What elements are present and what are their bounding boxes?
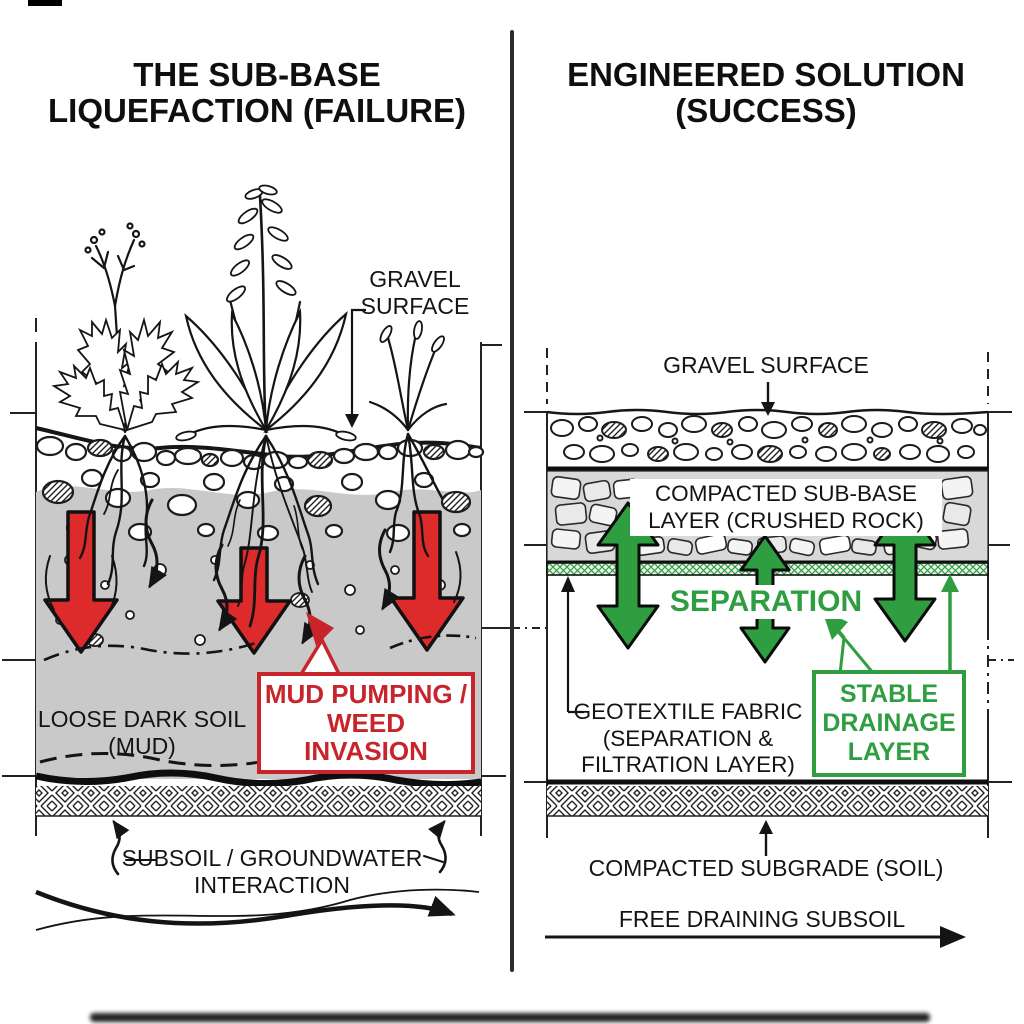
free-draining-subsoil-label: FREE DRAINING SUBSOIL — [618, 906, 906, 932]
right-gravel-surface-label: GRAVEL SURFACE — [663, 352, 869, 378]
scan-artifact-top — [28, 0, 62, 6]
separation-label: SEPARATION — [659, 585, 873, 619]
geotextile-fabric-label: GEOTEXTILE FABRIC (SEPARATION & FILTRATI… — [573, 699, 803, 778]
mud-bottom-line — [35, 769, 482, 789]
compacted-subbase-label: COMPACTED SUB-BASE LAYER (CRUSHED ROCK) — [630, 479, 942, 537]
gravel-leader-left-arrowhead — [345, 414, 359, 428]
groundwater-wave-thin — [35, 888, 480, 931]
weed-plants — [51, 184, 448, 442]
right-panel-title: ENGINEERED SOLUTION (SUCCESS) — [567, 56, 965, 130]
stable-drainage-callout-box: STABLE DRAINAGE LAYER — [812, 670, 966, 777]
left-gravel-stones — [35, 435, 485, 543]
right-gravel-stones — [550, 415, 987, 463]
right-gravel-arrow — [761, 382, 775, 416]
compacted-subgrade-label: COMPACTED SUBGRADE (SOIL) — [588, 855, 944, 881]
groundwater-wave-thick — [35, 889, 456, 926]
scan-artifact-bottom — [90, 1013, 930, 1022]
left-subsoil-hatch — [36, 786, 481, 816]
left-gravel-surface-label: GRAVEL SURFACE — [360, 266, 470, 320]
right-panel-graphics — [512, 348, 1014, 948]
stable-drainage-leaders — [822, 574, 959, 676]
right-gravel-top-line — [546, 408, 989, 416]
left-panel-title: THE SUB-BASE LIQUEFACTION (FAILURE) — [48, 56, 466, 130]
geotextile-leader — [561, 576, 584, 714]
loose-dark-soil-label: LOOSE DARK SOIL (MUD) — [37, 706, 247, 760]
panel-divider — [510, 30, 514, 972]
left-panel-graphics — [2, 184, 510, 931]
mud-pumping-callout-box: MUD PUMPING / WEED INVASION — [257, 672, 475, 774]
groundwater-arrows — [111, 819, 447, 876]
gravel-leader-left — [350, 308, 366, 418]
subsoil-groundwater-label: SUBSOIL / GROUNDWATER INTERACTION — [121, 845, 423, 899]
plant-roots — [78, 432, 444, 628]
subgrade-arrow — [759, 820, 773, 856]
right-subgrade-hatch — [547, 786, 988, 816]
